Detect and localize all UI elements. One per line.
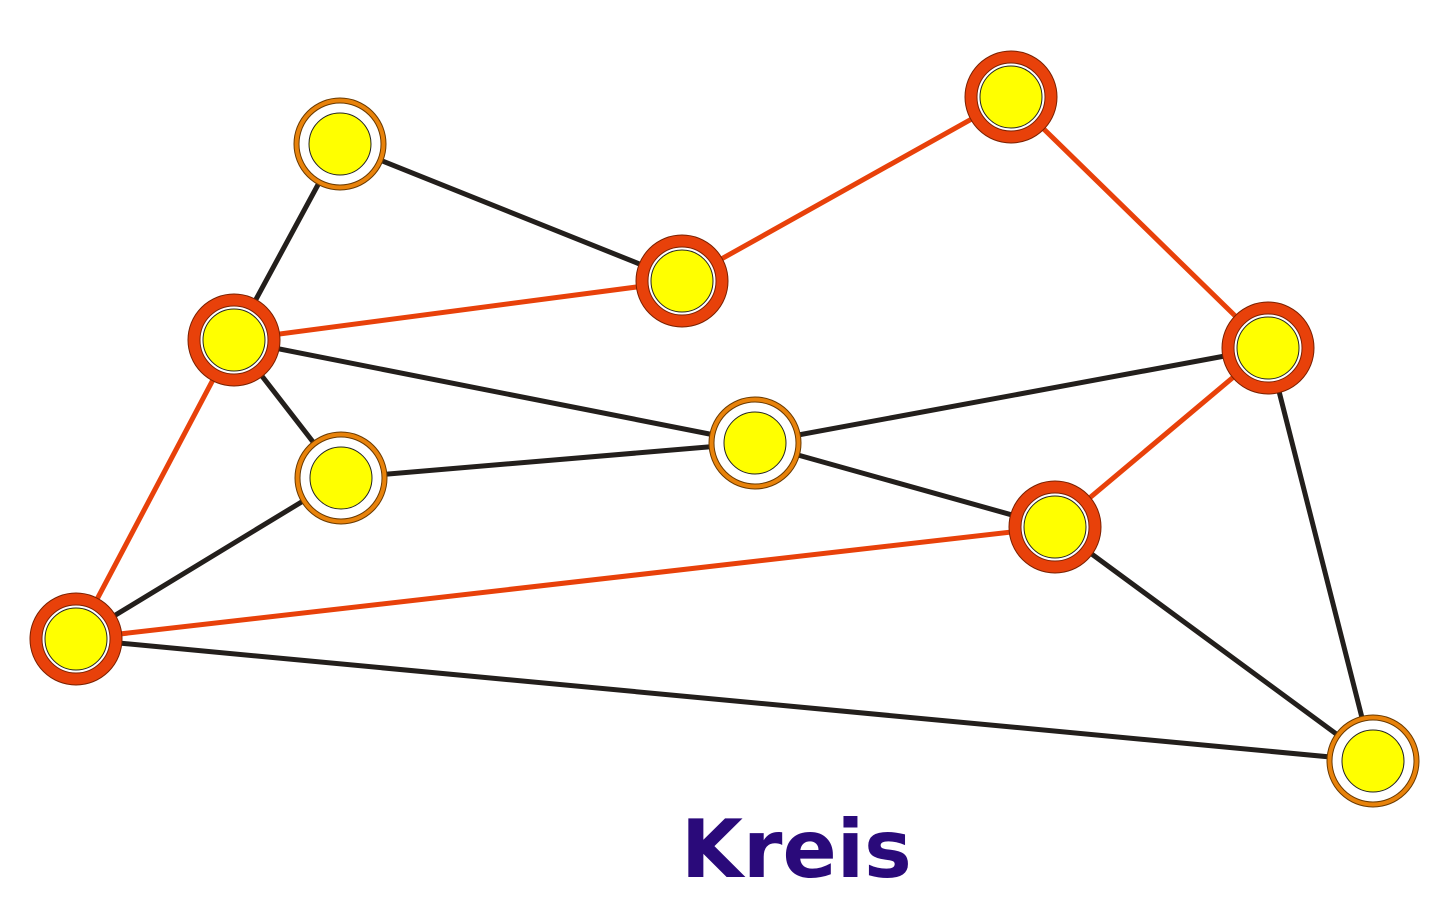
node-core	[44, 607, 108, 671]
edge-n8-n10	[1052, 524, 1376, 764]
node-n2	[964, 50, 1058, 144]
node-core	[308, 112, 372, 176]
node-core	[979, 65, 1043, 129]
edge-n1-n3	[337, 141, 685, 284]
edge-n7-n9	[73, 475, 344, 642]
edge-n8-n9	[73, 524, 1058, 642]
edge-n9-n10	[73, 636, 1376, 764]
edge-n4-n3	[231, 278, 685, 343]
edge-n2-n5	[1008, 94, 1271, 351]
edge-n7-n6	[338, 440, 758, 481]
edge-n4-n6	[231, 337, 758, 446]
node-n9	[29, 592, 123, 686]
edge-n6-n5	[752, 345, 1271, 446]
caption-title: Kreis	[681, 803, 912, 896]
node-n7	[294, 431, 388, 525]
node-n4	[187, 293, 281, 387]
node-n8	[1008, 480, 1102, 574]
node-n10	[1326, 714, 1420, 808]
edge-n6-n8	[752, 440, 1058, 530]
edge-n4-n9	[73, 337, 237, 642]
node-core	[202, 308, 266, 372]
node-core	[723, 411, 787, 475]
node-core	[1236, 316, 1300, 380]
node-n1	[293, 97, 387, 191]
edge-n2-n3	[679, 94, 1014, 284]
node-core	[309, 446, 373, 510]
node-n3	[635, 234, 729, 328]
node-n5	[1221, 301, 1315, 395]
node-n6	[708, 396, 802, 490]
node-core	[1341, 729, 1405, 793]
node-core	[1023, 495, 1087, 559]
node-core	[650, 249, 714, 313]
nodes-layer	[29, 50, 1420, 808]
edge-n5-n10	[1265, 345, 1376, 764]
